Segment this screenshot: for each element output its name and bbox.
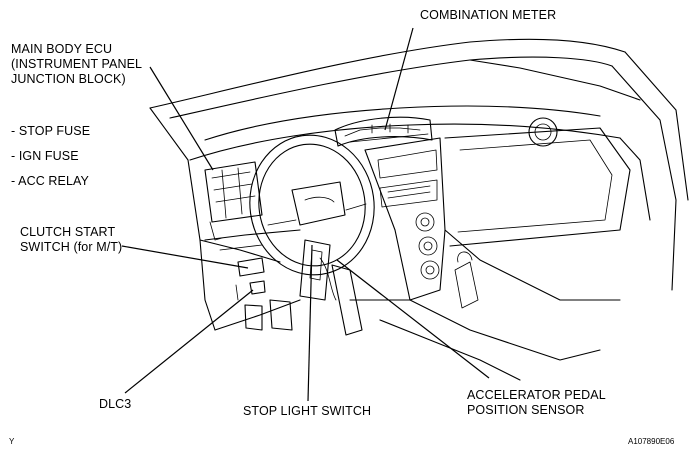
clutch-start-switch-label-line1: CLUTCH START bbox=[20, 225, 116, 239]
accelerator-pedal-sensor-label-line1: ACCELERATOR PEDAL bbox=[467, 388, 606, 402]
main-body-ecu-label-line1: MAIN BODY ECU bbox=[11, 42, 113, 56]
stop-fuse-label: - STOP FUSE bbox=[11, 124, 91, 138]
figure-code: A107890E06 bbox=[628, 437, 675, 446]
main-body-ecu-label-line3: JUNCTION BLOCK) bbox=[11, 72, 126, 86]
combination-meter-label: COMBINATION METER bbox=[420, 8, 557, 22]
stop-light-switch-label: STOP LIGHT SWITCH bbox=[243, 404, 372, 418]
clutch-start-switch-label-line2: SWITCH (for M/T) bbox=[20, 240, 123, 254]
ign-fuse-label: - IGN FUSE bbox=[11, 149, 79, 163]
accelerator-pedal-sensor-label-line2: POSITION SENSOR bbox=[467, 403, 585, 417]
main-body-ecu-label-line2: (INSTRUMENT PANEL bbox=[11, 57, 143, 71]
dlc3-label: DLC3 bbox=[99, 397, 132, 411]
corner-mark-left: Y bbox=[9, 437, 15, 446]
acc-relay-label: - ACC RELAY bbox=[11, 174, 89, 188]
